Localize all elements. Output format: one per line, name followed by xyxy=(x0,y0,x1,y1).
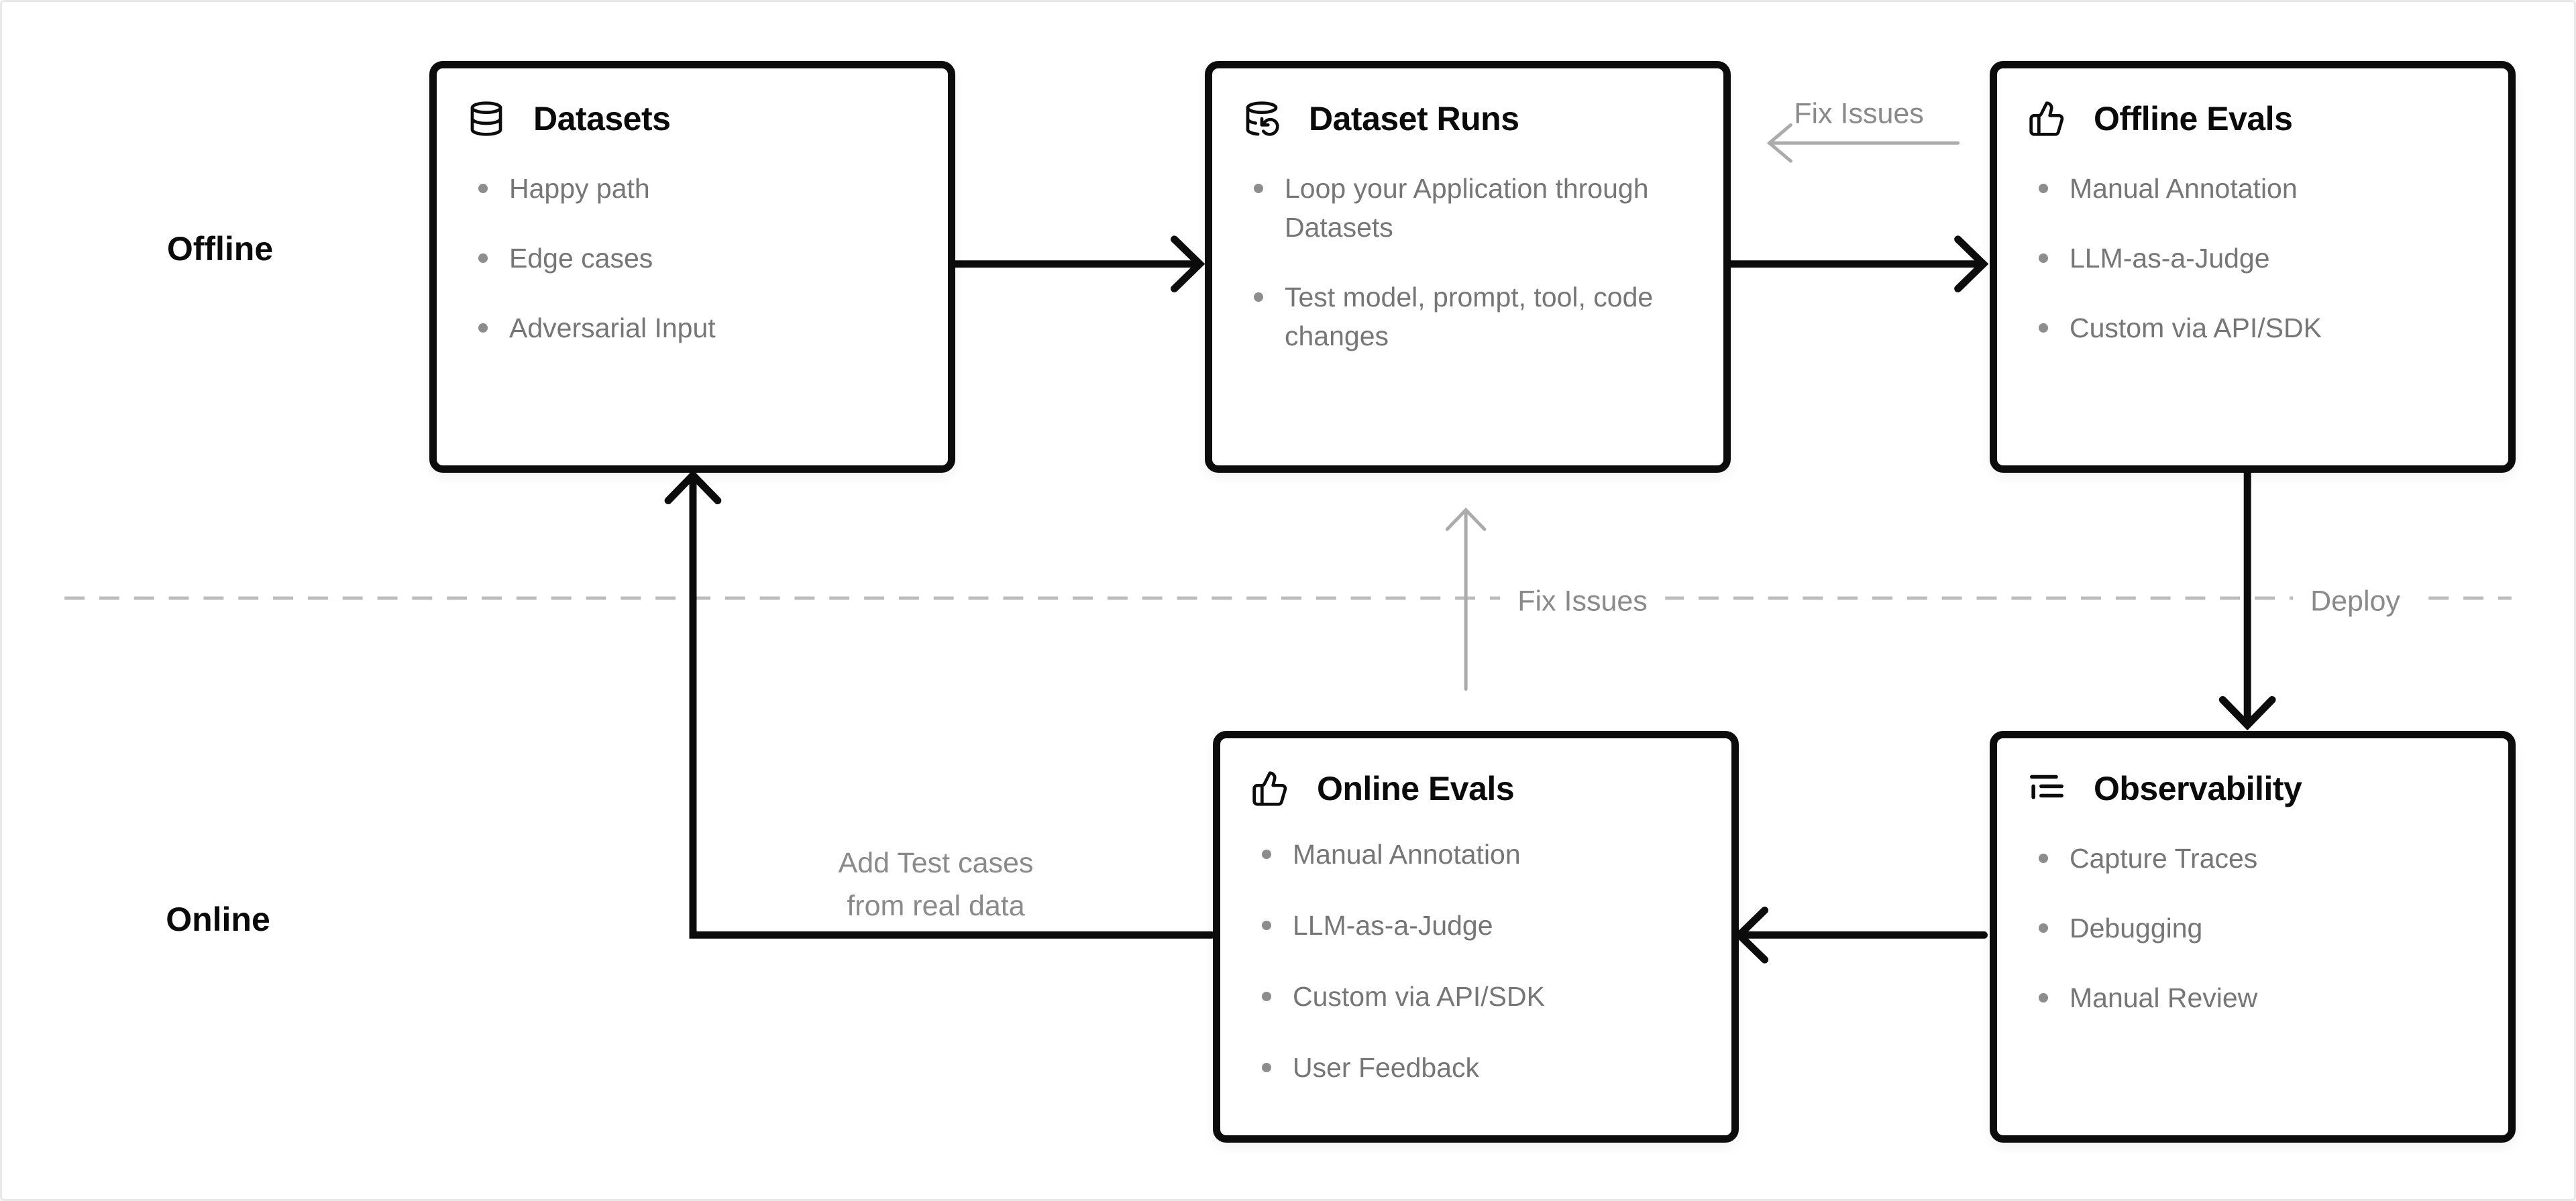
list-item: User Feedback xyxy=(1258,1048,1668,1087)
arrow-datasets-to-dataset-runs xyxy=(951,235,1205,293)
thumbs-up-icon xyxy=(1251,770,1289,807)
node-observability-header: Observability xyxy=(1997,738,2508,808)
database-run-icon xyxy=(1243,100,1281,137)
list-item: Loop your Application through Datasets xyxy=(1250,169,1660,247)
node-datasets-title: Datasets xyxy=(533,100,671,137)
edge-label-add-test-cases-line2: from real data xyxy=(847,890,1025,922)
edge-label-fix-issues-top: Fix Issues xyxy=(1794,97,1924,130)
node-observability-list: Capture Traces Debugging Manual Review xyxy=(1997,839,2508,1017)
lane-label-online: Online xyxy=(166,901,270,938)
node-datasets-header: Datasets xyxy=(437,68,948,138)
node-offline-evals-list: Manual Annotation LLM-as-a-Judge Custom … xyxy=(1997,169,2508,347)
node-online-evals-list: Manual Annotation LLM-as-a-Judge Custom … xyxy=(1220,835,1731,1087)
edge-label-add-test-cases: Add Test cases from real data xyxy=(826,839,1046,930)
thumbs-up-icon xyxy=(2028,100,2065,137)
arrow-fix-issues-up xyxy=(1445,507,1487,691)
node-offline-evals: Offline Evals Manual Annotation LLM-as-a… xyxy=(1990,61,2516,473)
node-observability: Observability Capture Traces Debugging M… xyxy=(1990,731,2516,1143)
node-offline-evals-title: Offline Evals xyxy=(2094,100,2293,137)
node-offline-evals-header: Offline Evals xyxy=(1997,68,2508,138)
list-item: Edge cases xyxy=(474,239,885,278)
edge-label-add-test-cases-line1: Add Test cases xyxy=(838,847,1034,879)
node-dataset-runs-header: Dataset Runs xyxy=(1212,68,1723,138)
list-item: Capture Traces xyxy=(2035,839,2445,878)
trace-list-icon xyxy=(2028,770,2065,807)
list-item: Debugging xyxy=(2035,909,2445,948)
list-item: Manual Annotation xyxy=(1258,835,1668,874)
list-item: Adversarial Input xyxy=(474,308,885,347)
list-item: Test model, prompt, tool, code changes xyxy=(1250,278,1660,355)
node-online-evals: Online Evals Manual Annotation LLM-as-a-… xyxy=(1213,731,1739,1143)
edge-label-fix-issues-mid: Fix Issues xyxy=(1500,582,1665,621)
arrow-observability-to-online-evals xyxy=(1733,906,1988,964)
list-item: Manual Annotation xyxy=(2035,169,2445,208)
list-item: LLM-as-a-Judge xyxy=(1258,906,1668,945)
list-item: Custom via API/SDK xyxy=(1258,977,1668,1016)
list-item: Happy path xyxy=(474,169,885,208)
node-online-evals-title: Online Evals xyxy=(1317,770,1515,807)
arrow-fix-issues-left xyxy=(1766,123,1960,163)
node-datasets-list: Happy path Edge cases Adversarial Input xyxy=(437,169,948,347)
node-datasets: Datasets Happy path Edge cases Adversari… xyxy=(429,61,955,473)
list-item: LLM-as-a-Judge xyxy=(2035,239,2445,278)
database-icon xyxy=(468,100,505,137)
arrow-offline-evals-to-observability xyxy=(2218,468,2276,731)
lane-label-offline: Offline xyxy=(166,230,274,268)
list-item: Manual Review xyxy=(2035,978,2445,1017)
arrow-dataset-runs-to-offline-evals xyxy=(1723,235,1989,293)
node-dataset-runs: Dataset Runs Loop your Application throu… xyxy=(1205,61,1731,473)
node-dataset-runs-title: Dataset Runs xyxy=(1309,100,1519,137)
edge-label-deploy: Deploy xyxy=(2293,582,2418,621)
node-dataset-runs-list: Loop your Application through Datasets T… xyxy=(1212,169,1723,355)
node-observability-title: Observability xyxy=(2094,770,2302,807)
node-online-evals-header: Online Evals xyxy=(1220,738,1731,808)
arrow-online-evals-to-datasets xyxy=(664,469,1215,939)
list-item: Custom via API/SDK xyxy=(2035,308,2445,347)
